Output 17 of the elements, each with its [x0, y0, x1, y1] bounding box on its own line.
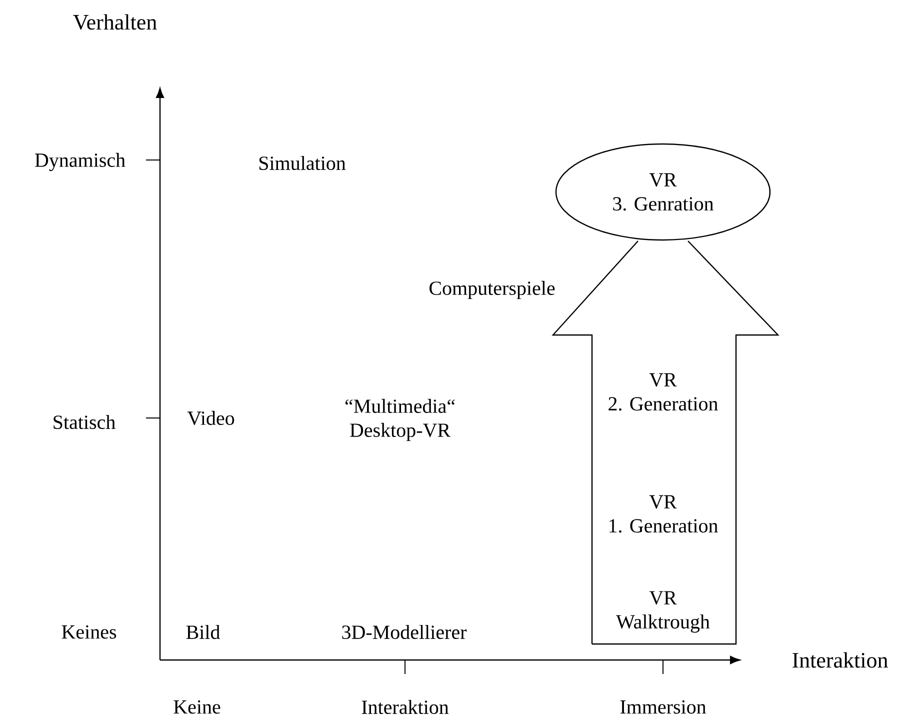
node-label: VR Walktrough: [616, 591, 710, 633]
category-label: “Multimedia“ Desktop-VR: [345, 398, 455, 442]
category-label: Video: [187, 410, 234, 426]
node-label: VR 2. Generation: [608, 373, 718, 411]
tick-label: Interaktion: [362, 700, 449, 714]
tick-label: Immersion: [620, 700, 706, 714]
tick-label: Statisch: [54, 414, 116, 430]
tick-label: Dynamisch: [35, 152, 126, 172]
category-label: Computerspiele: [430, 280, 555, 300]
category-label: Simulation: [259, 156, 346, 170]
node-label: VR 1. Generation: [610, 495, 718, 533]
category-label: 3D-Modellierer: [342, 624, 467, 640]
category-label: Bild: [186, 624, 220, 640]
tick-label: Keines: [62, 625, 116, 639]
axis-title: Verhalten: [73, 14, 157, 30]
axis-title: Interaktion: [792, 652, 888, 668]
tick-label: Keine: [174, 700, 220, 714]
